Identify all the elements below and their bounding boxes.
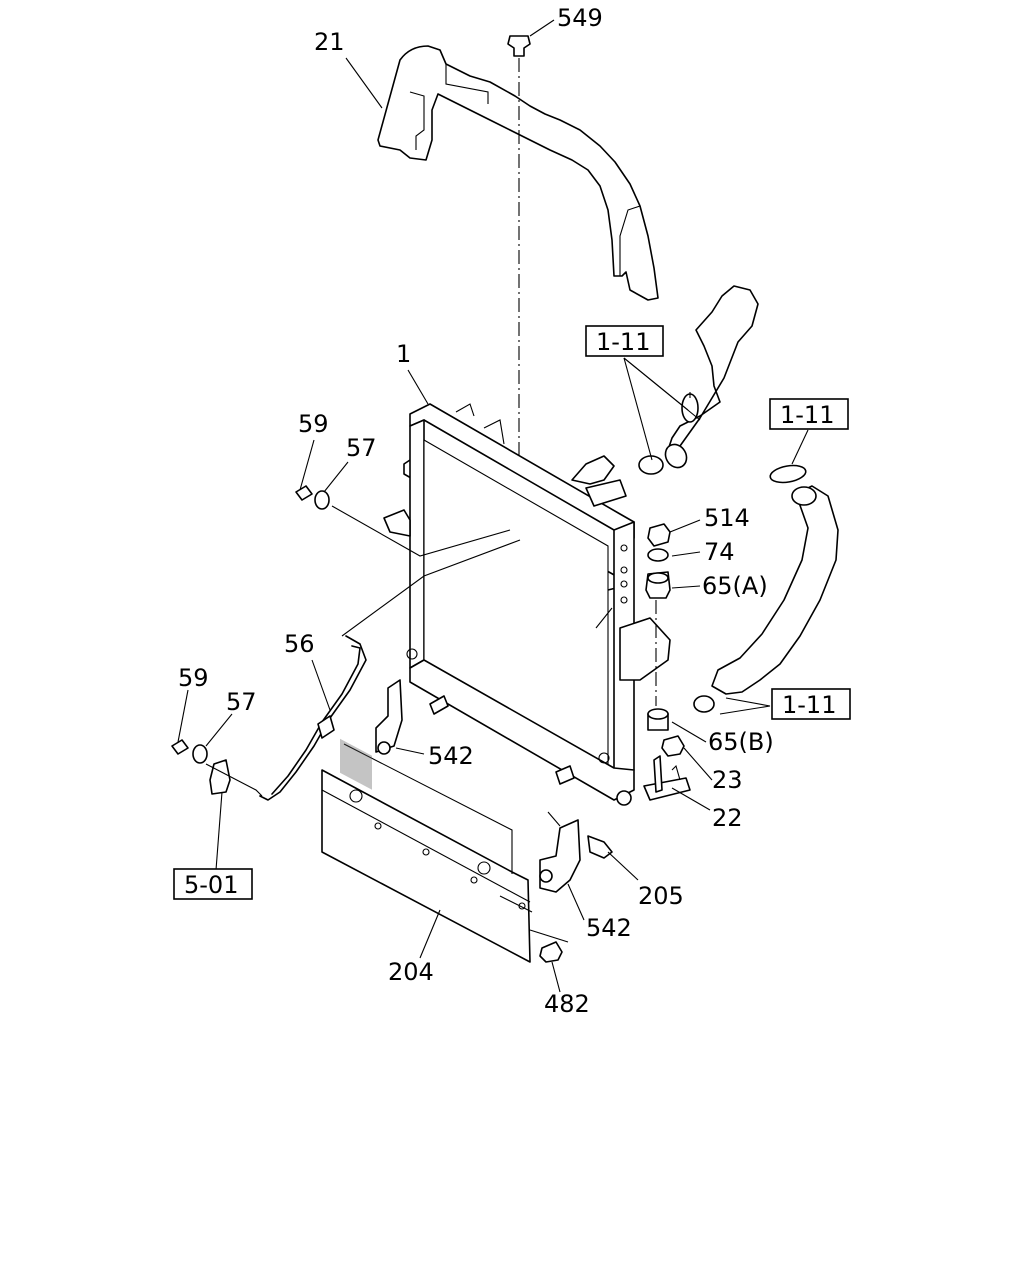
nut-514-part [647, 523, 671, 547]
callout-59-lower: 59 [178, 664, 209, 692]
callout-1: 1 [396, 340, 411, 368]
callout-56: 56 [284, 630, 315, 658]
ref-box-1-11-bottom[interactable]: 1-11 [771, 688, 851, 720]
lower-plate-part [321, 738, 533, 963]
washer-57-lower-part [192, 744, 208, 764]
callout-65a: 65(A) [702, 572, 768, 600]
leader-lines [177, 19, 809, 993]
clip-59-lower-part [171, 739, 189, 755]
ref-label-1-11-right: 1-11 [780, 401, 834, 429]
callout-57-upper: 57 [346, 434, 377, 462]
lower-hose-part [693, 464, 839, 713]
clip-part [507, 35, 531, 57]
callout-59-upper: 59 [298, 410, 329, 438]
ref-box-5-01[interactable]: 5-01 [173, 868, 253, 900]
ref-box-1-11-top[interactable]: 1-11 [585, 325, 664, 357]
callout-21: 21 [314, 28, 345, 56]
washer-74-part [647, 548, 669, 562]
upper-shroud-part [377, 45, 659, 301]
ref-box-1-11-right[interactable]: 1-11 [769, 398, 849, 430]
bracket-542-lower-part [539, 811, 581, 893]
callout-57-lower: 57 [226, 688, 257, 716]
overflow-hose-part [259, 539, 521, 801]
callout-204: 204 [388, 958, 434, 986]
bracket-542-upper-part [375, 679, 403, 755]
ref-label-1-11-top: 1-11 [596, 328, 650, 356]
callout-542-upper: 542 [428, 742, 474, 770]
radiator-part [383, 403, 671, 806]
ref-label-5-01: 5-01 [184, 871, 238, 899]
callout-542-lower: 542 [586, 914, 632, 942]
nut-23-part [661, 735, 685, 757]
clip-59-upper-part [295, 485, 313, 501]
bracket-5-01-part [205, 759, 263, 797]
bracket-22-part [643, 755, 691, 801]
ref-5-01-leader [215, 791, 223, 871]
cushion-65a-part [645, 571, 671, 599]
callout-482: 482 [544, 990, 590, 1018]
callout-514: 514 [704, 504, 750, 532]
bolt-205-part [587, 835, 613, 859]
upper-hose-part [638, 285, 759, 475]
callout-205: 205 [638, 882, 684, 910]
callout-549: 549 [557, 4, 603, 32]
callout-74: 74 [704, 538, 735, 566]
upper-clip-leader-line [331, 505, 511, 557]
callout-22: 22 [712, 804, 743, 832]
callout-23: 23 [712, 766, 743, 794]
washer-57-upper-part [314, 490, 330, 510]
callout-65b: 65(B) [708, 728, 774, 756]
ref-label-1-11-bottom: 1-11 [782, 691, 836, 719]
cushion-65b-part [647, 708, 669, 731]
nut-482-part [529, 929, 569, 963]
